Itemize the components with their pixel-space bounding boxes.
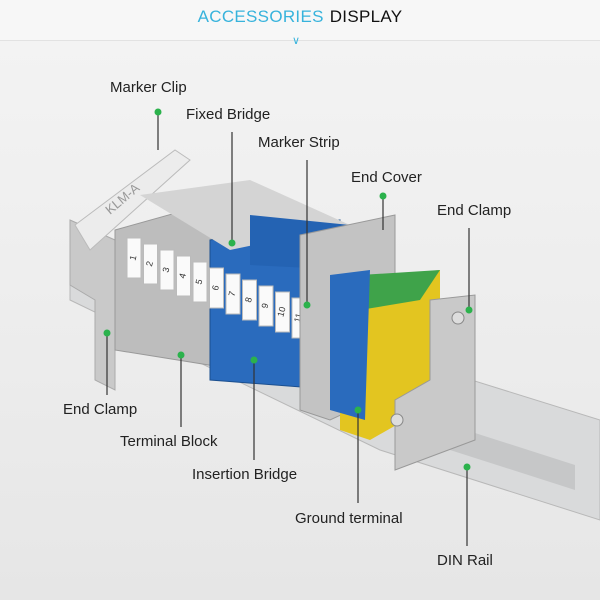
marker-tag (192, 261, 208, 303)
marker-number: 5 (194, 278, 205, 285)
label-ground-terminal: Ground terminal (295, 510, 403, 527)
marker-tag (176, 255, 191, 297)
title-accent: ACCESSORIES (197, 7, 324, 26)
marker-number: 11 (292, 312, 304, 324)
marker-tag (275, 291, 290, 333)
marker-number: 1 (128, 254, 139, 261)
label-marker-strip: Marker Strip (258, 134, 340, 151)
right-end-clamp (394, 294, 476, 471)
label-terminal-block: Terminal Block (120, 433, 218, 450)
marker-number: 4 (177, 272, 188, 279)
din-rail-slot (450, 425, 575, 490)
section-title: ACCESSORIES DISPLAY (0, 7, 600, 27)
label-end-cover: End Cover (351, 169, 422, 186)
marker-tag (225, 273, 241, 315)
chevron-down-icon: ∨ (292, 35, 301, 47)
ground-terminal-top (360, 270, 440, 310)
label-end-clamp-right: End Clamp (437, 202, 512, 219)
marker-number: 9 (260, 302, 271, 309)
marker-clip (74, 149, 191, 251)
label-fixed-bridge: Fixed Bridge (186, 106, 271, 123)
marker-number: 8 (243, 296, 254, 303)
marker-number: 3 (161, 266, 172, 273)
marker-tag (143, 243, 158, 285)
marker-number: 6 (210, 284, 221, 291)
screw-icon (390, 413, 404, 427)
leader-lines (106, 112, 470, 546)
marker-number: 7 (227, 290, 238, 297)
marker-tag (242, 279, 257, 321)
label-insertion-bridge: Insertion Bridge (192, 466, 298, 483)
marker-tag (209, 267, 224, 309)
marker-tag (159, 249, 175, 291)
marker-number: 2 (144, 260, 155, 267)
label-marker-clip: Marker Clip (110, 79, 187, 96)
marker-tag (126, 237, 142, 279)
marker-number: 10 (275, 306, 287, 318)
title-word: DISPLAY (329, 7, 403, 26)
section-header: ACCESSORIES DISPLAY ∨ (0, 0, 600, 47)
screw-icon (451, 311, 465, 325)
label-din-rail: DIN Rail (437, 552, 493, 569)
label-end-clamp-left: End Clamp (63, 401, 138, 418)
label-dots (103, 108, 473, 471)
marker-tag (258, 285, 274, 327)
blue-terminal (330, 270, 370, 420)
